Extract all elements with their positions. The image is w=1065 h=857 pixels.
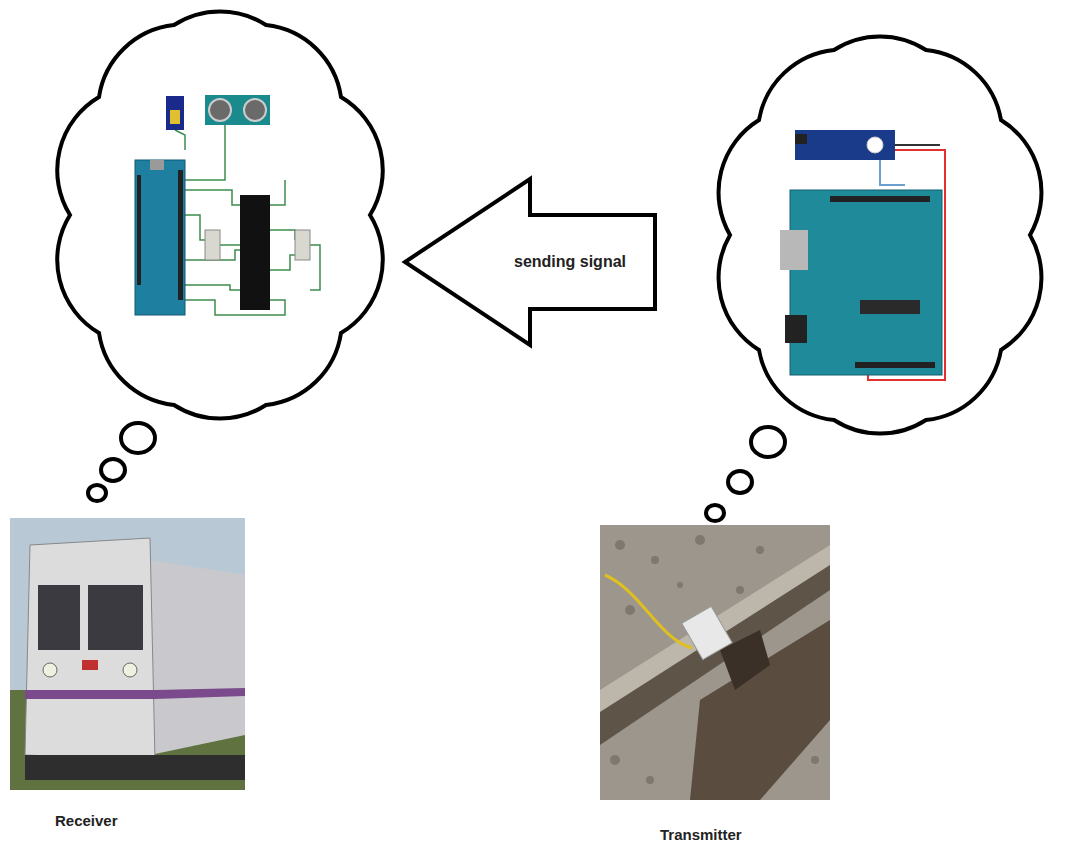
cloud-outline bbox=[719, 36, 1042, 433]
board-header bbox=[830, 196, 930, 202]
board-header bbox=[855, 362, 935, 368]
ir-sensor-module bbox=[795, 130, 895, 160]
undercarriage bbox=[25, 755, 245, 780]
microcontroller bbox=[860, 300, 920, 314]
wires bbox=[175, 125, 320, 315]
train-window bbox=[38, 585, 80, 650]
sensor-box bbox=[682, 606, 732, 659]
wire bbox=[185, 125, 225, 180]
photo-panel: Receiver bbox=[10, 0, 405, 857]
thought-cloud bbox=[57, 11, 383, 501]
wire bbox=[185, 285, 240, 290]
transmitter-circuit bbox=[780, 130, 945, 380]
motor-symbol bbox=[295, 230, 310, 260]
node-caption: Receiver bbox=[55, 812, 118, 829]
wire bbox=[185, 190, 240, 205]
node-caption: Transmitter bbox=[660, 826, 742, 843]
logo bbox=[82, 660, 98, 670]
photo-panel: Transmitter bbox=[655, 0, 1060, 857]
block-arrow bbox=[405, 179, 655, 345]
wire bbox=[270, 180, 285, 205]
motor-symbol bbox=[205, 230, 220, 260]
train-front bbox=[25, 538, 155, 760]
thought-bubble bbox=[751, 427, 785, 457]
arrow-label: sending signal bbox=[511, 252, 629, 272]
photo-gravel bbox=[600, 525, 830, 800]
train-photo bbox=[10, 518, 245, 790]
thought-cloud bbox=[706, 36, 1041, 521]
train-window bbox=[88, 585, 143, 650]
thought-bubble bbox=[706, 505, 724, 521]
cloud-outline bbox=[57, 11, 383, 418]
board-header bbox=[137, 175, 141, 285]
usb-port bbox=[780, 230, 808, 270]
usb-port bbox=[150, 160, 164, 170]
servo-motor bbox=[166, 96, 184, 130]
thought-bubble bbox=[121, 423, 155, 453]
wire bbox=[895, 144, 940, 146]
rail-head bbox=[600, 545, 830, 712]
wire bbox=[270, 255, 295, 270]
transducer bbox=[209, 99, 231, 121]
train-stripe bbox=[155, 688, 245, 699]
servo-body bbox=[170, 110, 180, 124]
potentiometer bbox=[867, 137, 883, 153]
photo-sky bbox=[10, 518, 245, 790]
sensor-wire bbox=[605, 575, 692, 648]
train-stripe bbox=[25, 690, 155, 699]
power-jack bbox=[785, 315, 807, 343]
transducer bbox=[244, 99, 266, 121]
wire bbox=[880, 160, 905, 185]
board-header bbox=[178, 170, 183, 300]
thought-bubble bbox=[101, 459, 125, 481]
wire bbox=[270, 230, 295, 240]
headlight bbox=[123, 663, 137, 677]
wire bbox=[220, 244, 240, 246]
thought-bubble bbox=[88, 485, 106, 501]
arduino-board bbox=[135, 160, 185, 315]
wire bbox=[175, 130, 185, 150]
ultrasonic-sensor bbox=[205, 95, 270, 125]
arduino-board bbox=[790, 190, 942, 375]
receiver-circuit bbox=[135, 95, 320, 315]
wire bbox=[310, 245, 320, 290]
motor-driver-ic bbox=[240, 195, 270, 310]
wire bbox=[185, 215, 205, 240]
rail-photo bbox=[600, 525, 830, 800]
train-side bbox=[150, 560, 245, 755]
sensor-led bbox=[795, 134, 807, 144]
headlight bbox=[43, 663, 57, 677]
thought-bubble bbox=[728, 471, 752, 493]
